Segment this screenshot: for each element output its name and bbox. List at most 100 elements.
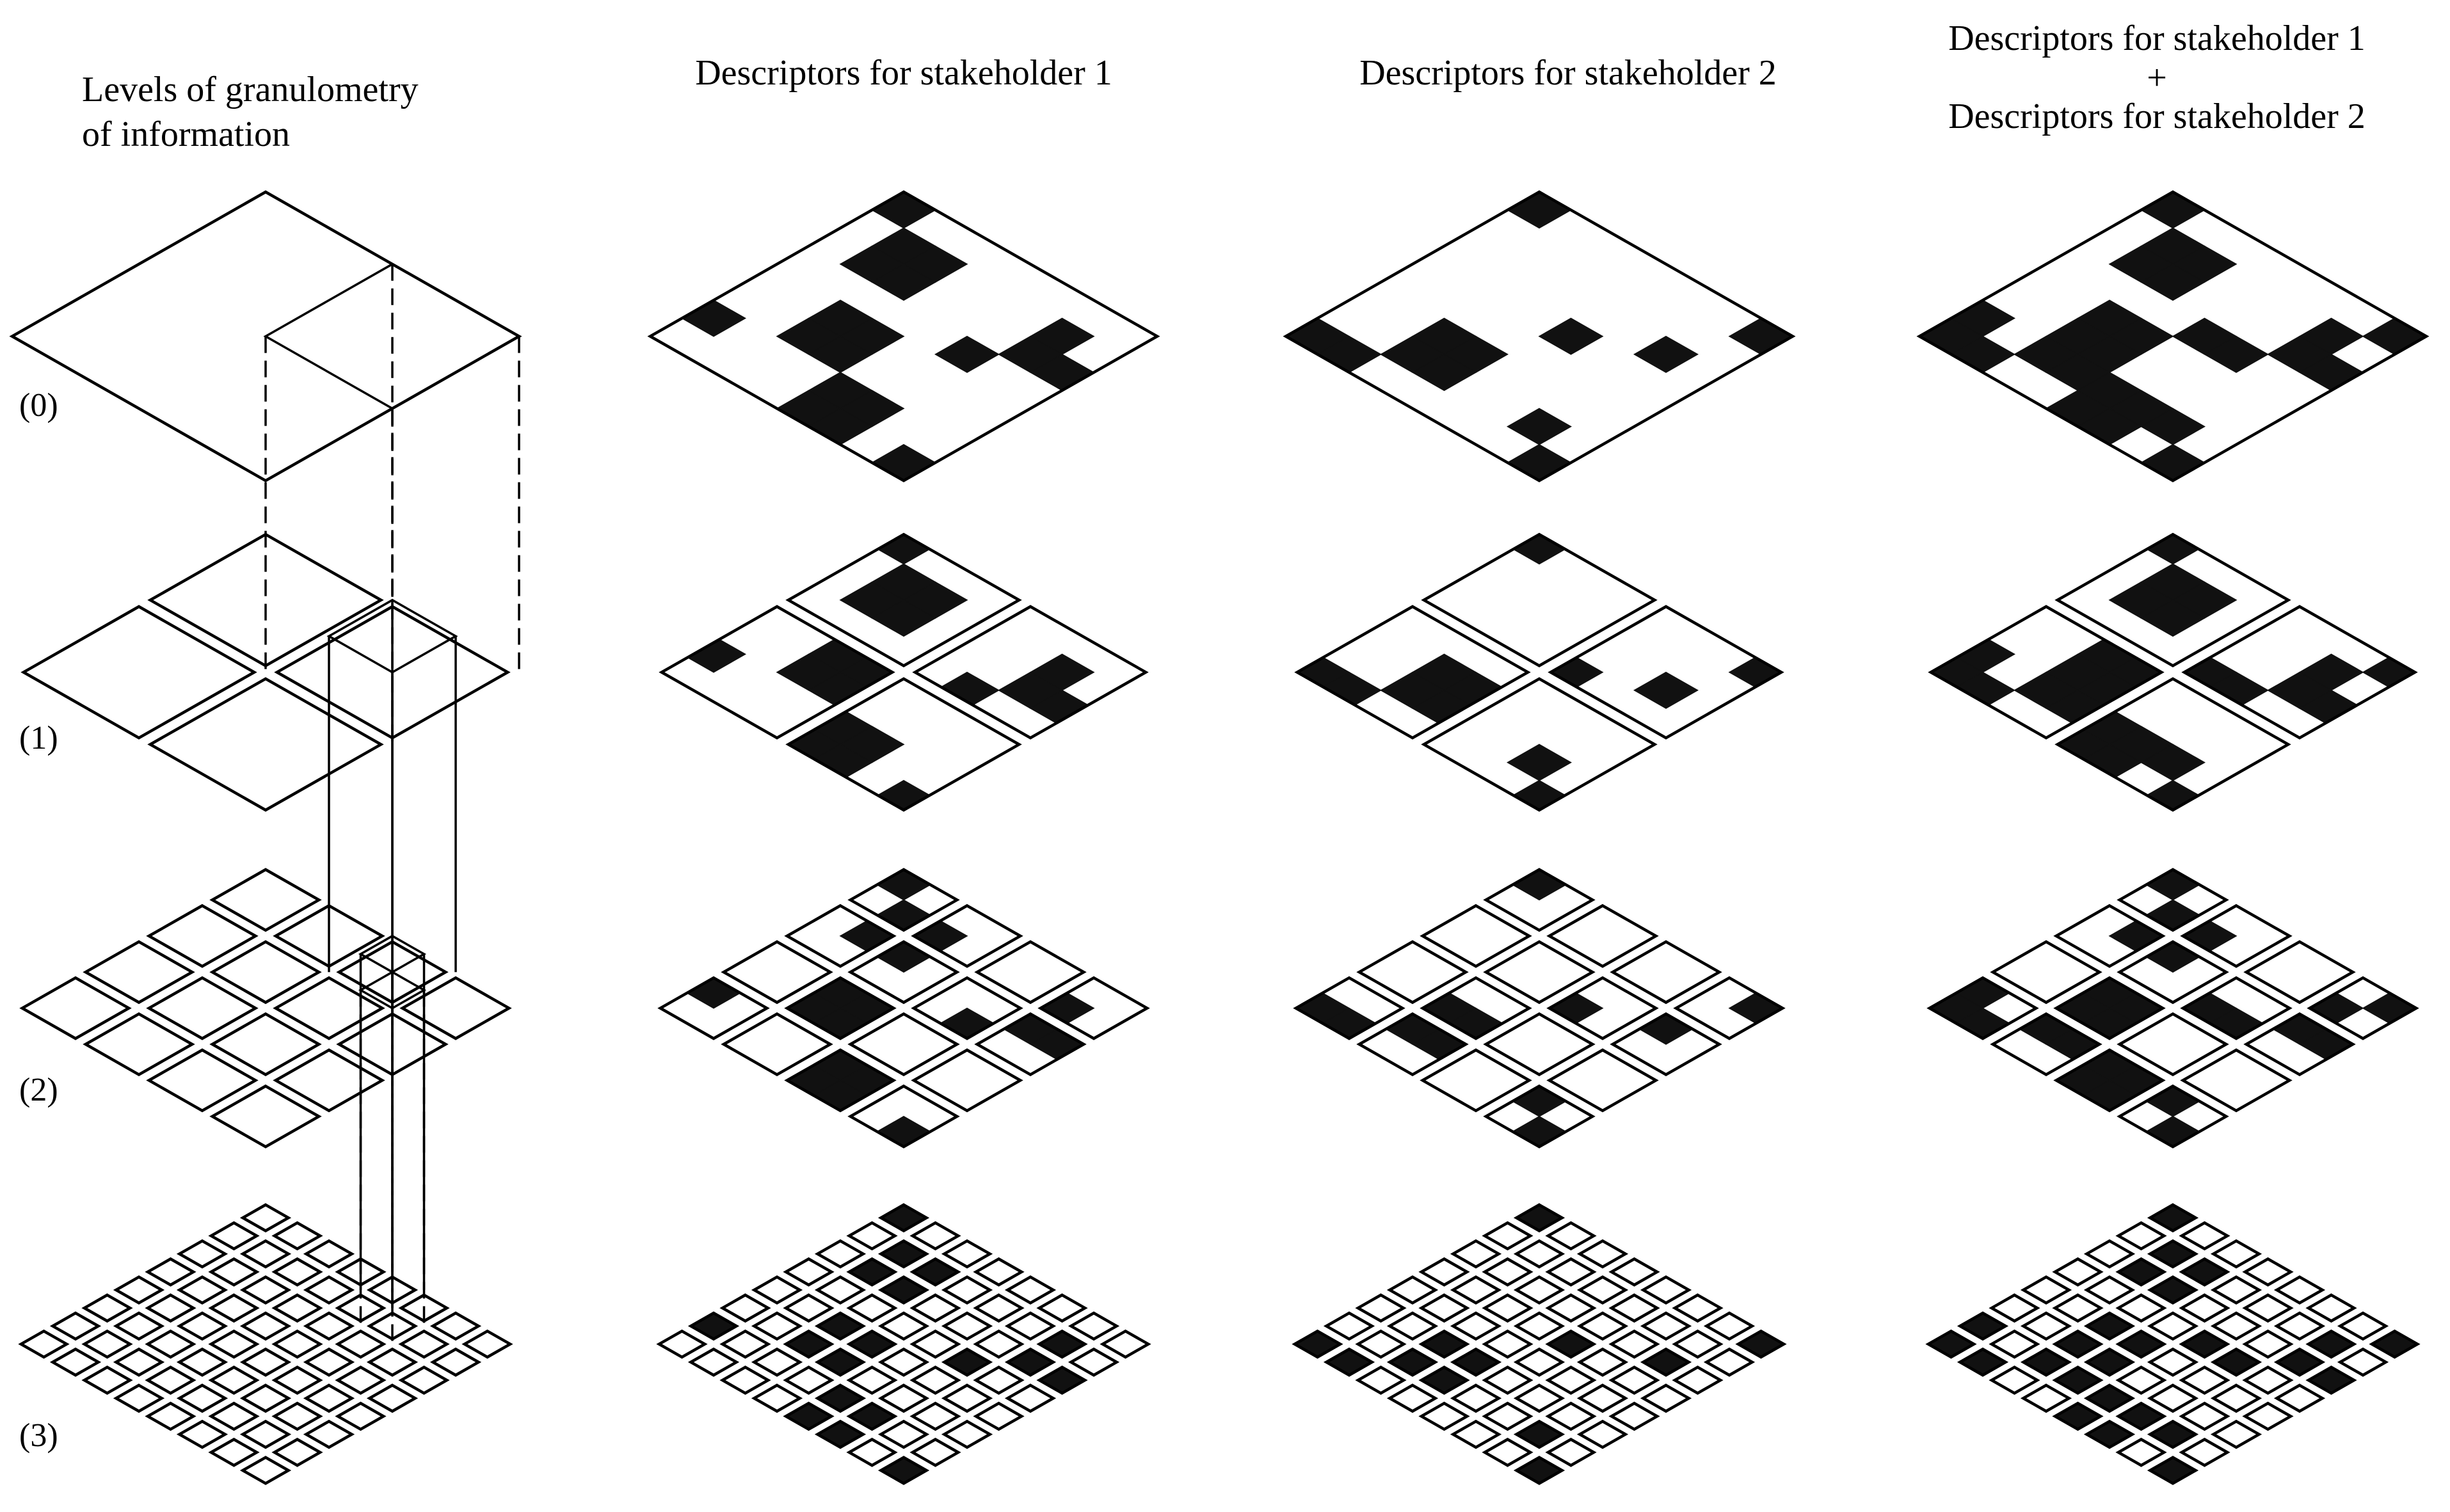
s1-l2-outline bbox=[974, 940, 1087, 1005]
gran-l3-block bbox=[208, 1437, 260, 1467]
s2-l2-outline bbox=[1420, 976, 1532, 1040]
s2-l3-outline bbox=[1323, 1311, 1375, 1341]
comb-l3-outline bbox=[2273, 1311, 2326, 1341]
comb-l3-outline bbox=[2052, 1329, 2104, 1359]
s2-l2-block bbox=[1546, 903, 1659, 968]
comb-l3-outline bbox=[2052, 1401, 2104, 1431]
s1-l3-outline bbox=[751, 1347, 803, 1377]
gran-l2-block bbox=[209, 868, 322, 932]
s2-l3-block bbox=[1355, 1293, 1407, 1323]
gran-l3-outline bbox=[239, 1275, 292, 1305]
gran-l3-block bbox=[335, 1401, 387, 1431]
projection-level1-2-top bbox=[326, 598, 458, 674]
s1-l3-block bbox=[941, 1311, 993, 1341]
s1-l3-outline bbox=[877, 1419, 930, 1449]
gran-l3-block bbox=[49, 1347, 102, 1377]
gran-l3-block bbox=[303, 1275, 355, 1305]
s1-l2-outline bbox=[911, 976, 1023, 1040]
s2-l3-block bbox=[1608, 1293, 1660, 1323]
comb-level-3 bbox=[1925, 1203, 2421, 1485]
comb-l3-outline bbox=[1957, 1347, 2009, 1377]
s1-l3-block bbox=[909, 1437, 961, 1467]
s1-l3-block bbox=[814, 1347, 867, 1377]
comb-l2-outline bbox=[2180, 1048, 2293, 1113]
levels-column bbox=[9, 190, 522, 1485]
comb-l2-outline bbox=[1990, 1012, 2102, 1076]
gran-l3-outline bbox=[303, 1239, 355, 1269]
gran-l3-block bbox=[303, 1347, 355, 1377]
s2-l3-block bbox=[1608, 1365, 1660, 1395]
s2-l3-outline bbox=[1608, 1365, 1660, 1395]
s1-l1-outline bbox=[785, 677, 1022, 812]
s2-l3-block bbox=[1450, 1347, 1502, 1377]
s1-l1-outline bbox=[785, 532, 1022, 667]
s1-l3-outline bbox=[783, 1329, 835, 1359]
comb-l3-block bbox=[2115, 1257, 2167, 1287]
s2-l3-block bbox=[1450, 1419, 1502, 1449]
descriptor-cell bbox=[1411, 353, 1477, 392]
s1-l3-block bbox=[751, 1347, 803, 1377]
s1-l2-outline bbox=[721, 940, 833, 1005]
s2-l3-outline bbox=[1576, 1239, 1629, 1269]
gran-l1-outline bbox=[20, 605, 257, 740]
s1-l3-block bbox=[719, 1365, 771, 1395]
descriptor-cell bbox=[1515, 1420, 1564, 1448]
s1-l3-outline bbox=[656, 1329, 708, 1359]
s2-l3-block bbox=[1482, 1293, 1533, 1323]
s1-l2-block bbox=[847, 868, 960, 932]
comb-l3-block bbox=[2115, 1329, 2167, 1359]
levels-header-line2: of information bbox=[82, 115, 290, 154]
s1-l3-outline bbox=[877, 1239, 930, 1269]
gran-l2-outline bbox=[273, 1048, 385, 1113]
gran-l2-outline bbox=[209, 1012, 322, 1076]
descriptor-cell bbox=[1293, 1330, 1341, 1358]
descriptor-cell bbox=[876, 869, 932, 901]
gran-l3-block bbox=[145, 1365, 196, 1395]
descriptor-cell bbox=[2140, 443, 2206, 482]
comb-l3-block bbox=[2147, 1311, 2199, 1341]
combined-column bbox=[1916, 190, 2430, 1485]
gran-l2-block bbox=[209, 940, 322, 1005]
s2-l3-block bbox=[1292, 1329, 1343, 1359]
s1-l3-outline bbox=[973, 1365, 1025, 1395]
s1-l3-block bbox=[909, 1365, 961, 1395]
s2-l2-outline bbox=[1483, 940, 1596, 1005]
descriptor-cell bbox=[1388, 1348, 1437, 1376]
gran-l3-outline bbox=[239, 1311, 292, 1341]
comb-l3-outline bbox=[2115, 1329, 2167, 1359]
comb-l3-block bbox=[2273, 1311, 2326, 1341]
s2-l2-outline bbox=[1483, 868, 1596, 932]
descriptor-cell bbox=[870, 263, 937, 301]
s2-l3-outline bbox=[1640, 1383, 1692, 1413]
gran-l3-outline bbox=[208, 1401, 260, 1431]
s1-l2-block bbox=[721, 1012, 833, 1076]
comb-l3-outline bbox=[2179, 1257, 2230, 1287]
comb-l3-block bbox=[1925, 1329, 1977, 1359]
s2-l2-block bbox=[1610, 940, 1722, 1005]
s2-l3-block bbox=[1482, 1221, 1533, 1251]
s2-l0-outline bbox=[1283, 190, 1796, 482]
comb-l3-outline bbox=[1989, 1293, 2040, 1323]
s2-l3-block bbox=[1323, 1311, 1375, 1341]
s1-l3-block bbox=[877, 1419, 930, 1449]
comb-l3-outline bbox=[2115, 1221, 2167, 1251]
descriptor-cell bbox=[2145, 869, 2201, 901]
descriptor-cell bbox=[816, 1348, 865, 1376]
descriptor-cell bbox=[1548, 992, 1604, 1024]
descriptor-cell bbox=[2307, 1330, 2355, 1358]
s1-l3-outline bbox=[941, 1275, 993, 1305]
comb-l3-outline bbox=[2083, 1383, 2136, 1413]
s1-l2-block bbox=[1037, 976, 1150, 1040]
comb-l3-block bbox=[2020, 1311, 2072, 1341]
descriptor-cell bbox=[686, 639, 747, 673]
s2-l3-outline bbox=[1576, 1419, 1629, 1449]
s1-l3-block bbox=[846, 1365, 898, 1395]
s2-l3-outline bbox=[1323, 1347, 1375, 1377]
descriptor-cell bbox=[940, 671, 1000, 706]
s1-l2-block bbox=[657, 976, 770, 1040]
comb-l3-block bbox=[2147, 1419, 2199, 1449]
gran-l3-outline bbox=[113, 1275, 165, 1305]
comb-l1-block bbox=[2181, 605, 2418, 740]
s2-l3-outline bbox=[1576, 1311, 1629, 1341]
s2-l3-outline bbox=[1513, 1311, 1565, 1341]
